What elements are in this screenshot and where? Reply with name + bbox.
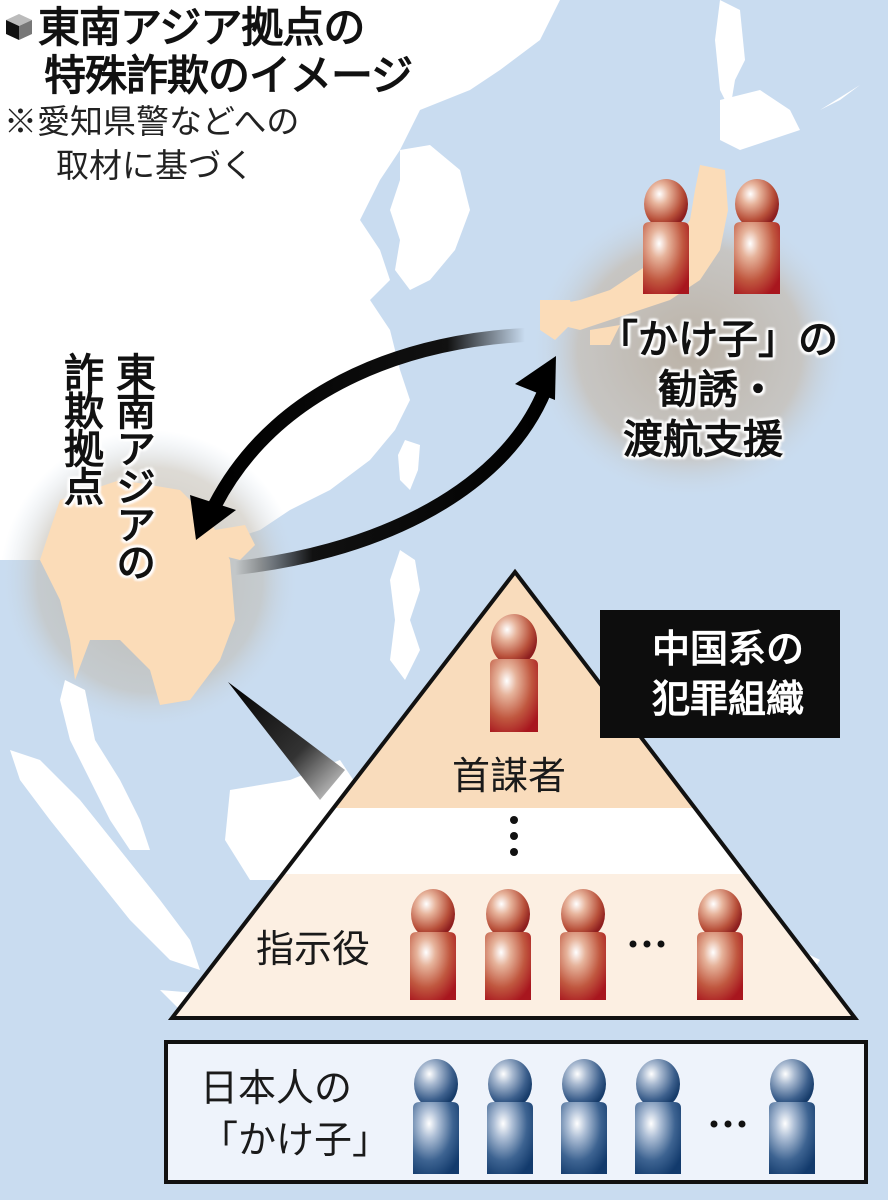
kakeko-label: 日本人の 「かけ子」 <box>200 1062 390 1166</box>
person-red-icon <box>410 889 456 1000</box>
source-note-line-1: ※愛知県警などへの <box>4 102 300 141</box>
person-blue-icon <box>561 1059 607 1174</box>
person-blue-icon <box>635 1059 681 1174</box>
southeast-asia-label-col2: 詐欺拠点 <box>57 352 103 504</box>
person-blue-icon <box>487 1059 533 1174</box>
tier-label-ringleader: 首謀者 <box>452 754 567 798</box>
japan-label-line3: 渡航支援 <box>623 417 783 463</box>
kakeko-people <box>413 1059 815 1174</box>
southeast-asia-label-col1: 東南アジアの <box>109 352 155 580</box>
person-red-icon <box>734 179 780 294</box>
person-red-icon <box>490 614 538 732</box>
japan-label: 「かけ子」の 勧誘・ 渡航支援 <box>598 315 838 465</box>
person-blue-icon <box>413 1059 459 1174</box>
kakeko-label-line2: 「かけ子」 <box>200 1118 391 1162</box>
criminal-organization-label: 中国系の 犯罪組織 <box>600 610 840 738</box>
title-block: 東南アジア拠点の 特殊詐欺のイメージ ※愛知県警などへの 取材に基づく <box>4 4 413 188</box>
kakeko-box: 日本人の 「かけ子」 <box>164 1040 868 1184</box>
japan-label-line2: 勧誘・ <box>658 367 778 413</box>
japan-label-line1: 「かけ子」の <box>598 317 838 363</box>
person-blue-icon <box>769 1059 815 1174</box>
title-text-1: 東南アジア拠点の <box>38 3 365 52</box>
person-red-icon <box>643 179 689 294</box>
person-red-icon <box>560 889 606 1000</box>
title-line-1: 東南アジア拠点の <box>4 4 412 52</box>
source-note-line-2: 取材に基づく <box>56 146 254 185</box>
cube-icon <box>6 13 32 40</box>
tier-label-director: 指示役 <box>256 927 371 971</box>
person-red-icon <box>485 889 531 1000</box>
org-label-line2: 犯罪組織 <box>652 677 805 721</box>
kakeko-label-line1: 日本人の <box>200 1066 353 1110</box>
org-label-line1: 中国系の <box>652 627 805 671</box>
person-red-icon <box>697 889 743 1000</box>
title-line-2: 特殊詐欺のイメージ <box>44 51 413 100</box>
